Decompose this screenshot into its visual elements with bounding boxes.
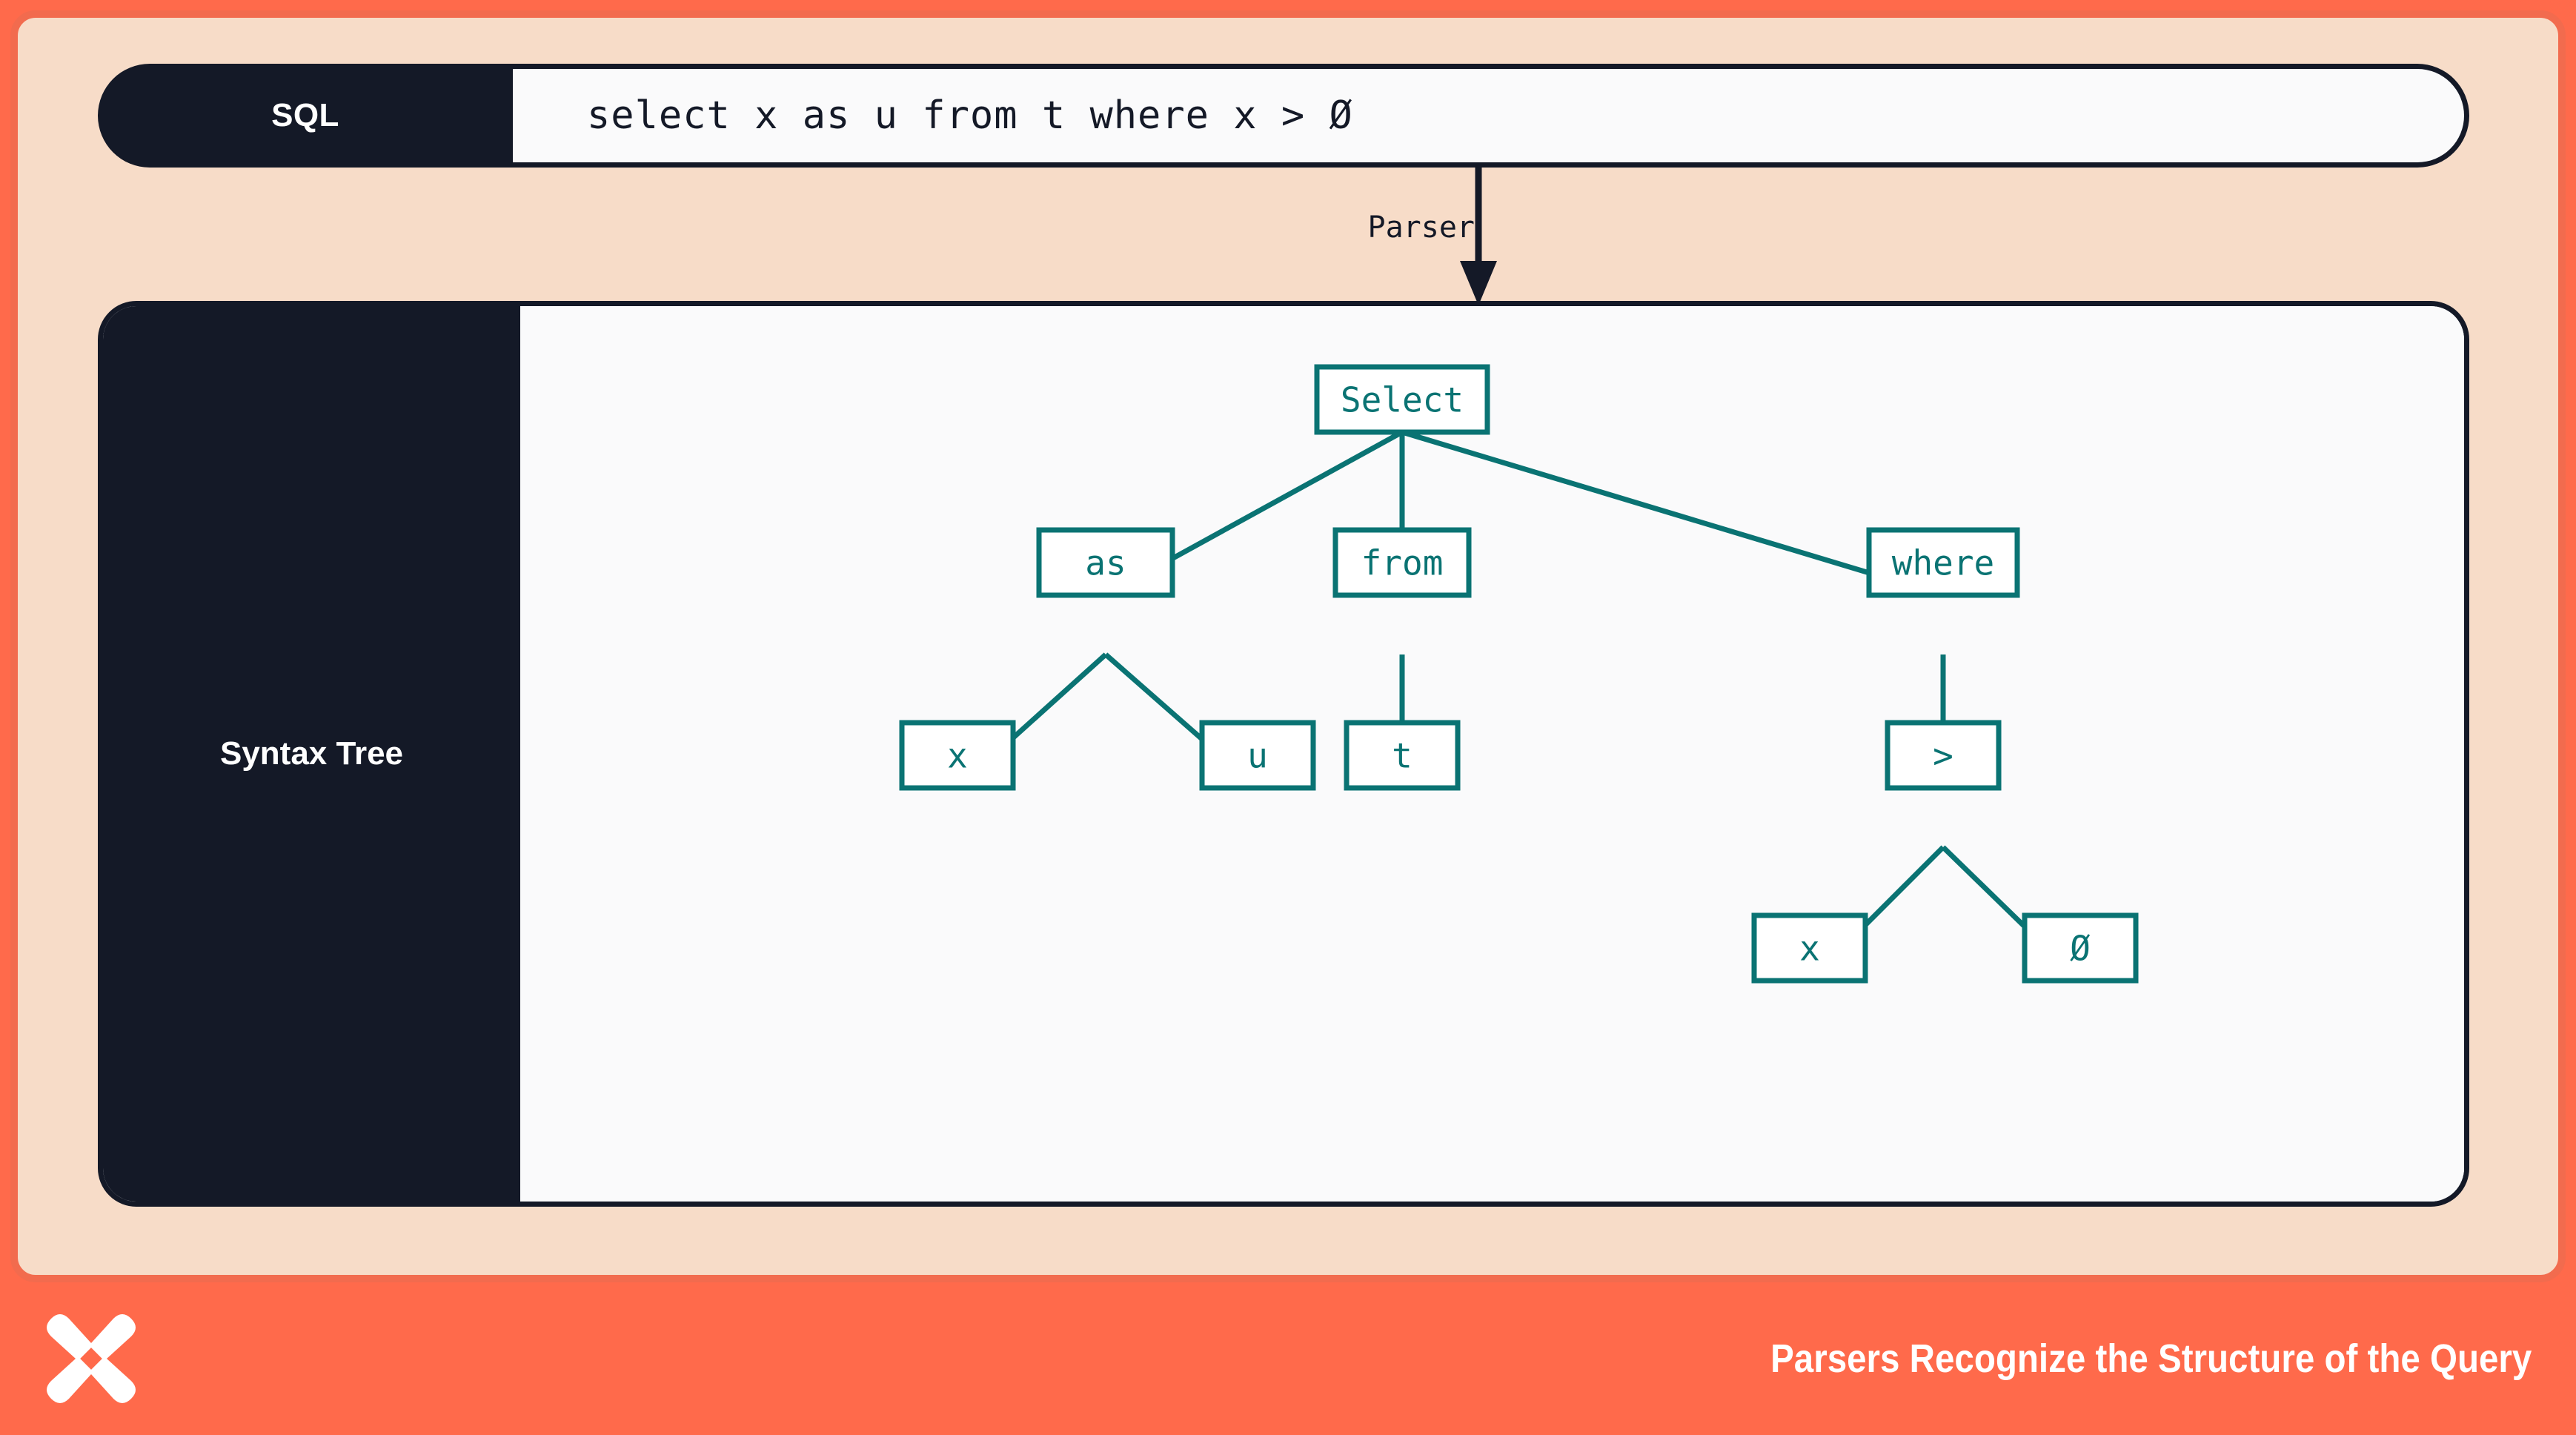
syntax-tree-canvas: Select as from where x u t > x Ø — [520, 306, 2464, 1202]
node-label-where: where — [1892, 543, 1994, 583]
node-box-select — [1314, 364, 1490, 435]
node-box-gt-x — [1751, 912, 1868, 984]
syntax-tree-label: Syntax Tree — [103, 306, 520, 1202]
node-label-as-u: u — [1247, 736, 1268, 776]
node-box-gt-0 — [2022, 912, 2139, 984]
node-label-as-x: x — [947, 736, 968, 776]
tree-edges — [955, 429, 2082, 983]
node-label-from-t: t — [1392, 736, 1413, 776]
node-box-from-t — [1344, 720, 1461, 791]
node-label-gt-0: Ø — [2070, 929, 2091, 969]
node-box-where — [1866, 527, 2020, 598]
node-box-from — [1332, 527, 1472, 598]
sql-row-label: SQL — [98, 64, 513, 168]
sql-query-text: select x as u from t where x > Ø — [513, 64, 2469, 168]
tree-node-boxes — [899, 364, 2139, 984]
parser-arrow-group: Parser — [1252, 168, 1564, 305]
arrow-down-icon — [1460, 168, 1497, 305]
node-box-as — [1036, 527, 1175, 598]
node-label-as: as — [1085, 543, 1126, 583]
syntax-tree-graph: Select as from where x u t > x Ø — [899, 364, 2139, 984]
node-box-gt — [1885, 720, 2002, 791]
sql-row: SQL select x as u from t where x > Ø — [98, 64, 2469, 168]
node-label-from: from — [1361, 543, 1444, 583]
node-label-select: Select — [1341, 380, 1464, 420]
node-box-as-x — [899, 720, 1016, 791]
node-label-gt: > — [1933, 736, 1953, 776]
butterfly-x-logo-icon — [47, 1314, 136, 1403]
node-label-gt-x: x — [1799, 929, 1820, 969]
parser-arrow-label: Parser — [1367, 211, 1475, 245]
footer-caption: Parsers Recognize the Structure of the Q… — [1770, 1336, 2532, 1381]
node-box-as-u — [1199, 720, 1316, 791]
tree-node-labels: Select as from where x u t > x Ø — [947, 380, 2091, 969]
footer-bar: Parsers Recognize the Structure of the Q… — [0, 1282, 2576, 1435]
syntax-tree-panel: Syntax Tree — [98, 301, 2469, 1207]
